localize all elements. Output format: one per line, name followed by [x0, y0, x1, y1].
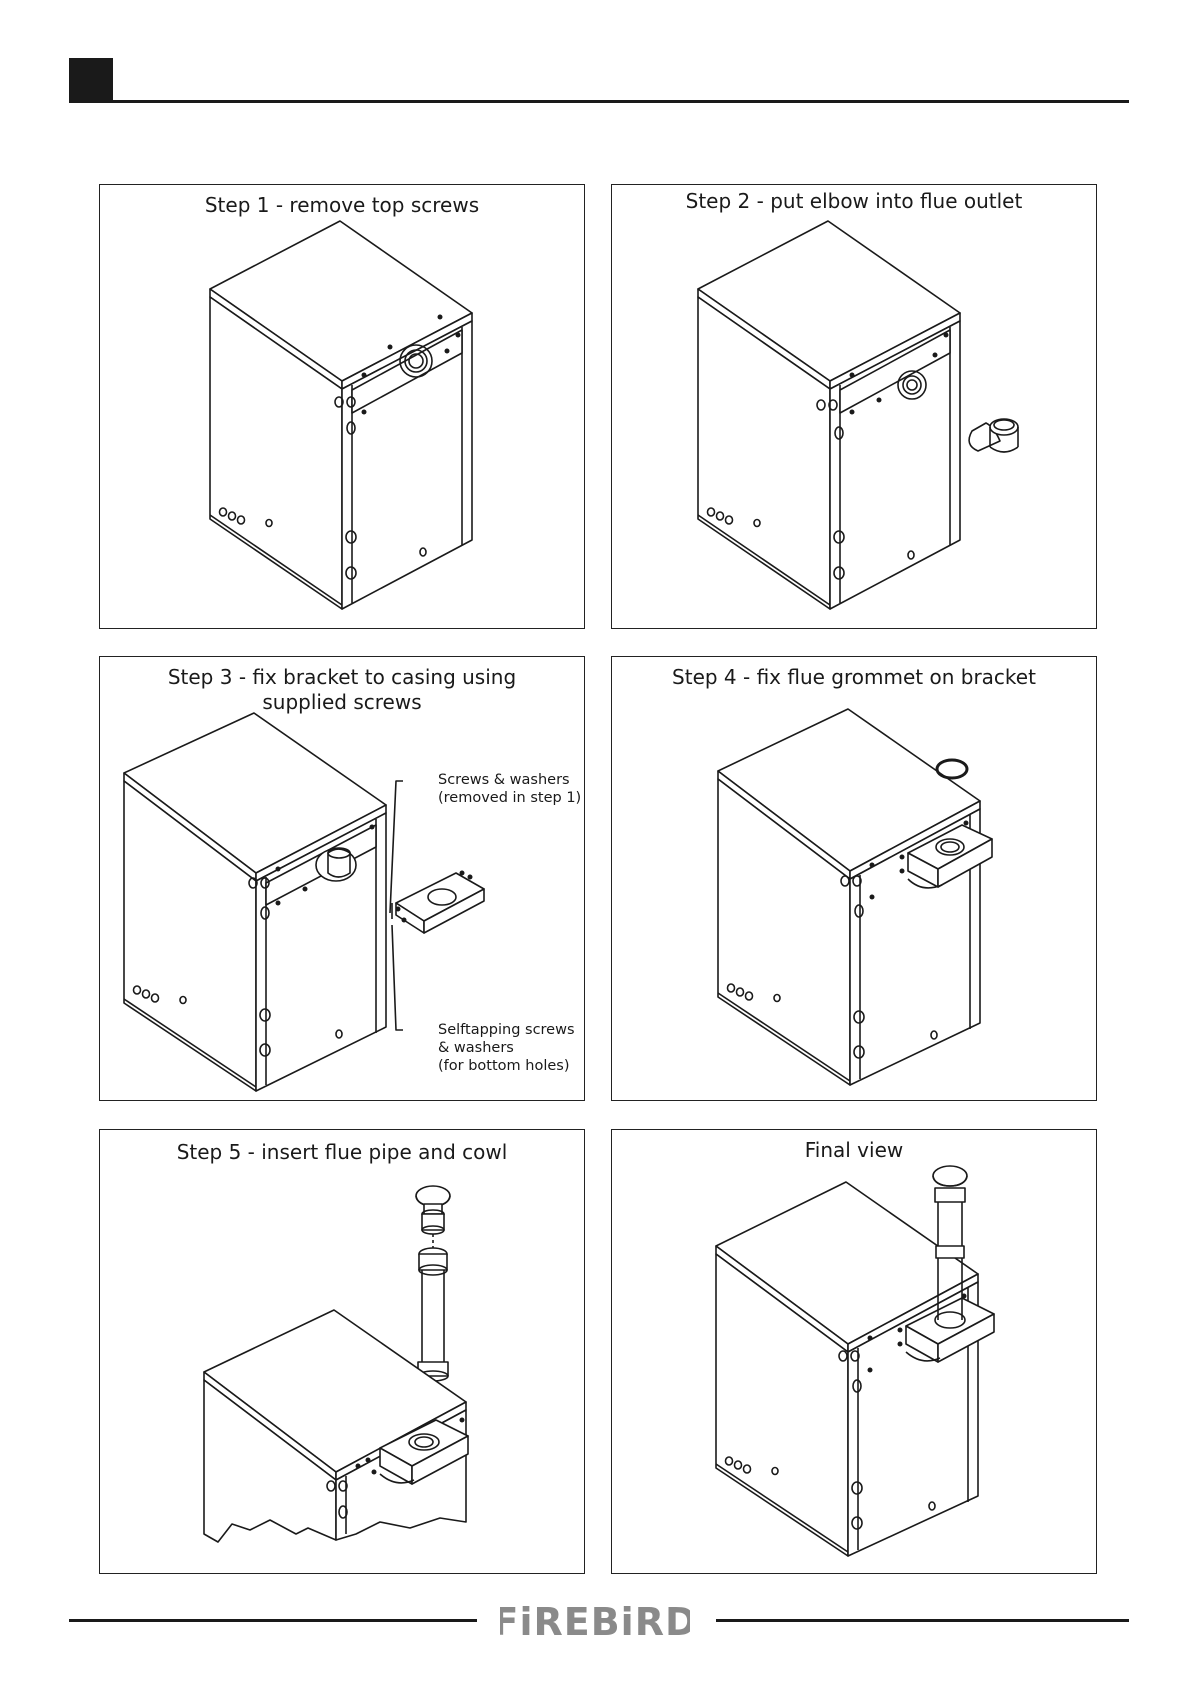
boiler-illustration-step-4	[612, 657, 1098, 1102]
footer-rule-right	[716, 1619, 1129, 1622]
step-5-title: Step 5 - insert flue pipe and cowl	[100, 1140, 584, 1165]
section-marker-block	[69, 58, 113, 102]
panel-step-2: Step 2 - put elbow into flue outlet	[611, 184, 1097, 629]
footer-rule-left	[69, 1619, 477, 1622]
boiler-illustration-step-1	[100, 185, 586, 630]
final-view-title: Final view	[612, 1138, 1096, 1163]
header-rule	[69, 100, 1129, 103]
firebird-logo: FiREBiRD	[500, 1597, 690, 1645]
note-screws-washers: Screws & washers (removed in step 1)	[438, 771, 581, 807]
panel-final-view: Final view	[611, 1129, 1097, 1574]
firebird-logo-text: FiREBiRD	[500, 1600, 690, 1644]
step-1-title: Step 1 - remove top screws	[100, 193, 584, 218]
panel-step-3: Step 3 - fix bracket to casing using sup…	[99, 656, 585, 1101]
boiler-illustration-step-5	[100, 1130, 586, 1575]
note-selftapping-screws: Selftapping screws & washers (for bottom…	[438, 1021, 575, 1075]
panel-step-4: Step 4 - fix flue grommet on bracket	[611, 656, 1097, 1101]
panel-step-1: Step 1 - remove top screws	[99, 184, 585, 629]
step-3-title-line-2: supplied screws	[100, 690, 584, 715]
step-2-title: Step 2 - put elbow into flue outlet	[612, 189, 1096, 214]
step-3-title-line-1: Step 3 - fix bracket to casing using	[100, 665, 584, 690]
panel-step-5: Step 5 - insert flue pipe and cowl	[99, 1129, 585, 1574]
step-4-title: Step 4 - fix flue grommet on bracket	[612, 665, 1096, 690]
boiler-illustration-step-2	[612, 185, 1098, 630]
boiler-illustration-final	[612, 1130, 1098, 1575]
